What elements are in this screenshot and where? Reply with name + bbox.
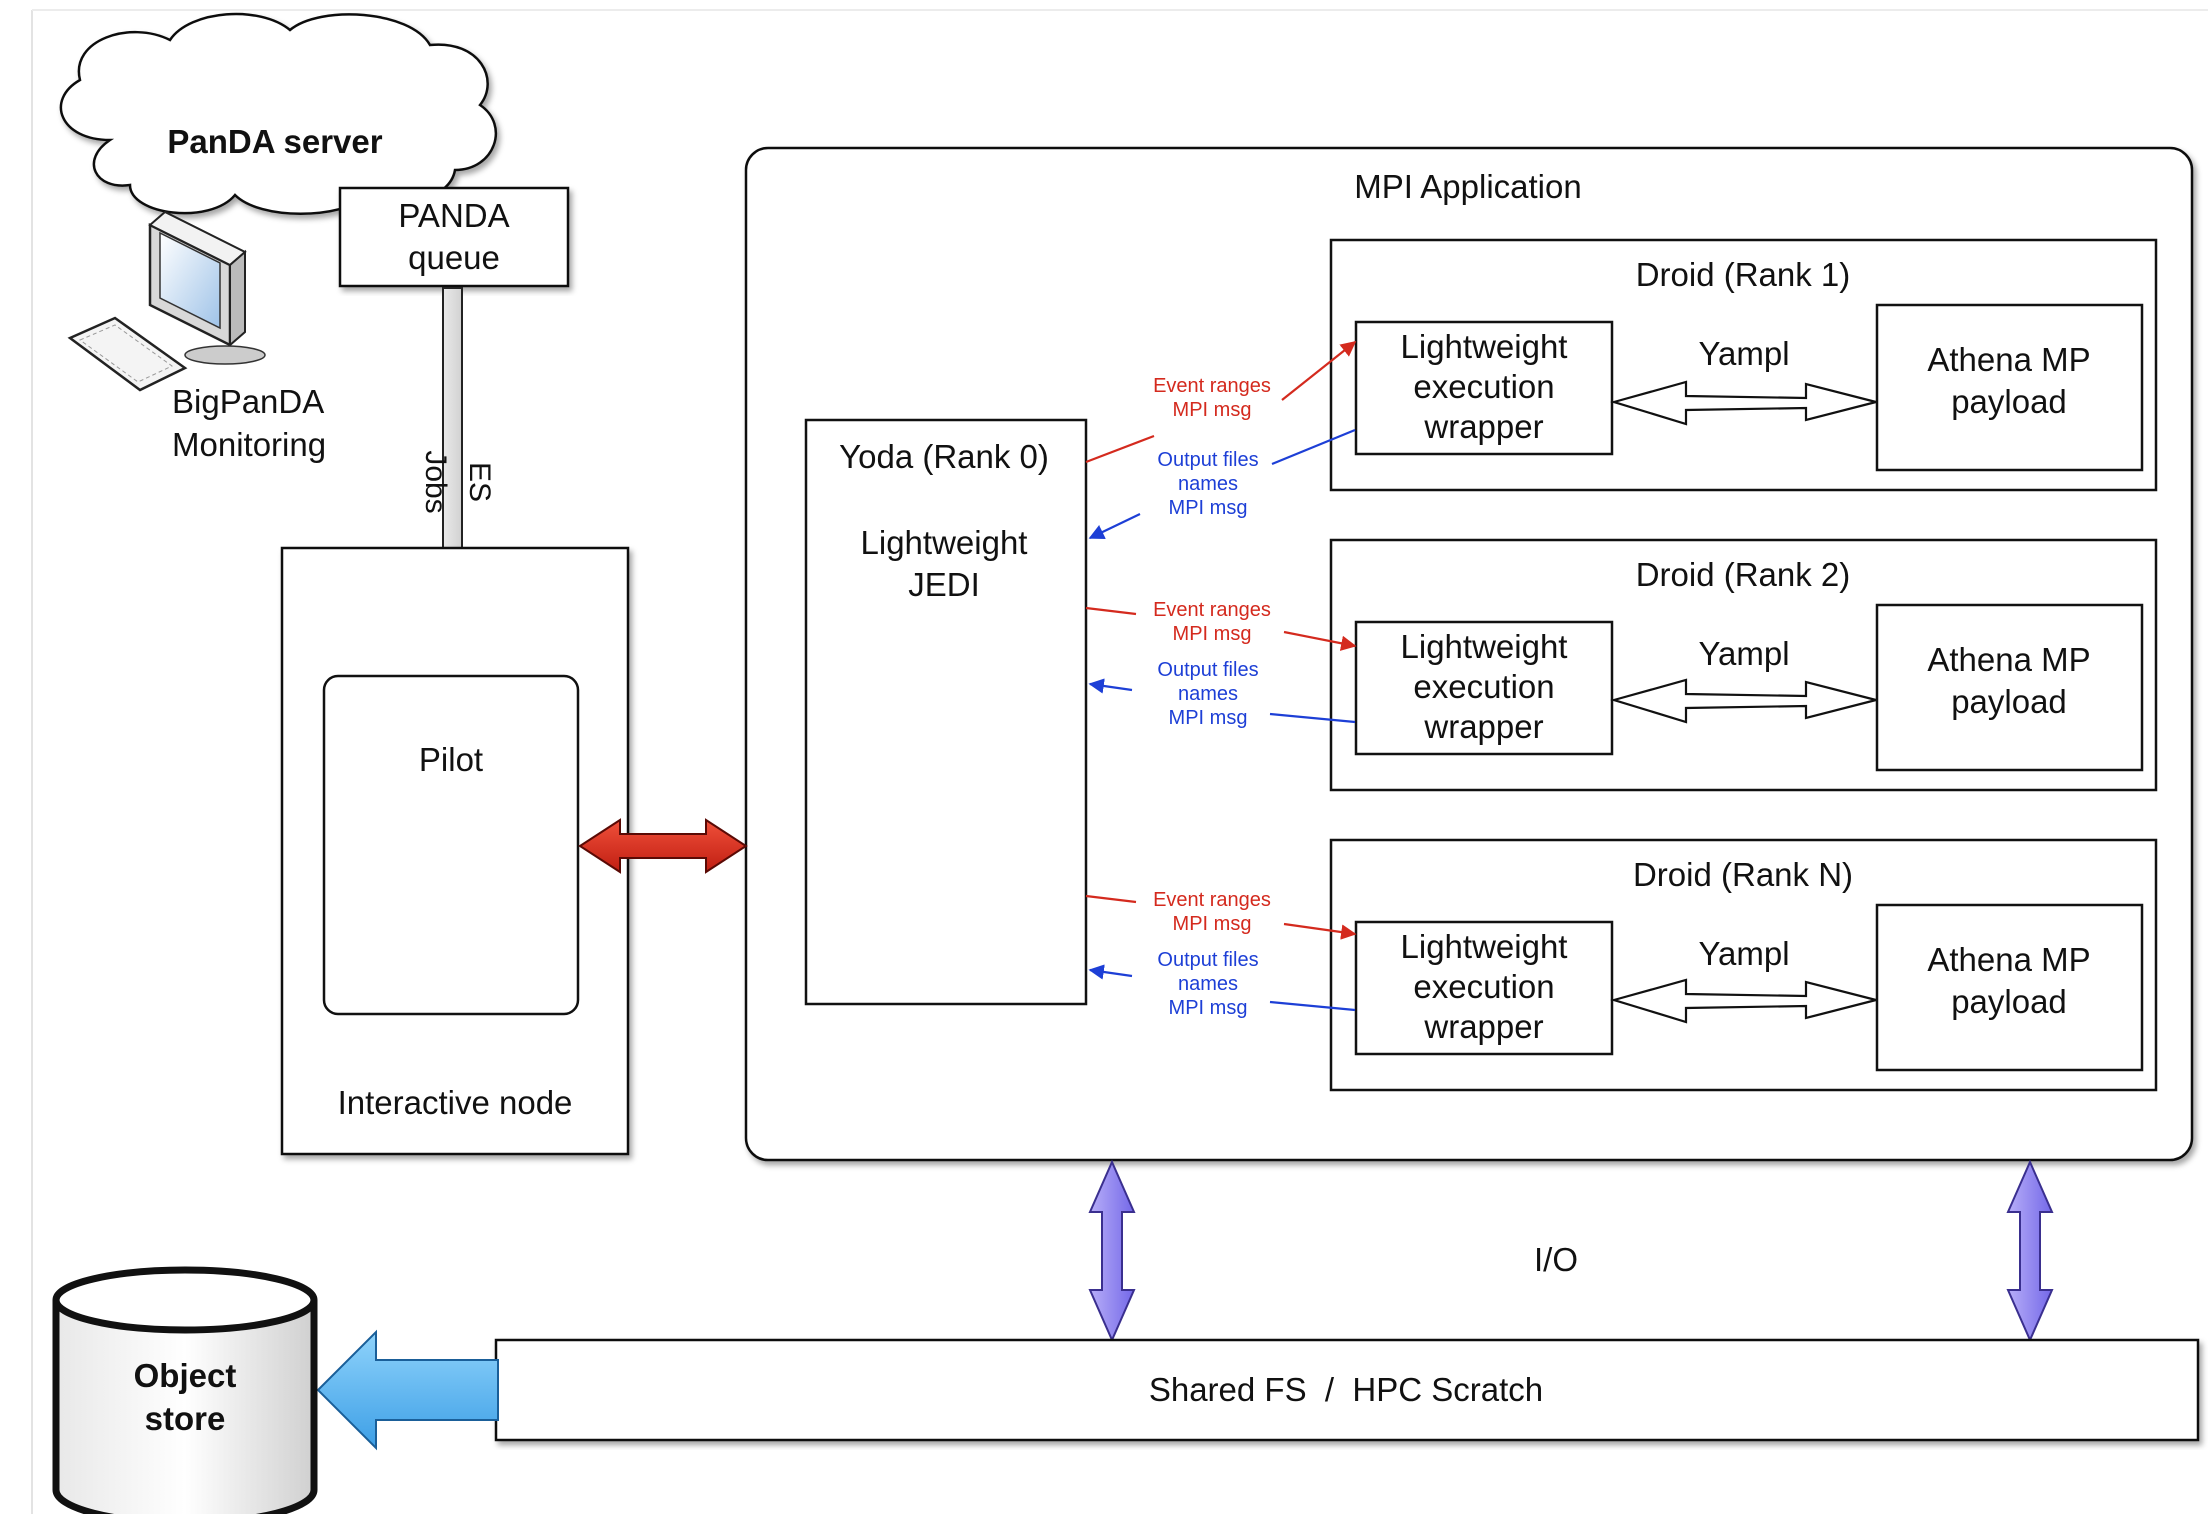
output-files-label: Output files	[1157, 449, 1258, 471]
object-store-line1: Object	[134, 1357, 237, 1394]
mpi-application-title: MPI Application	[1354, 168, 1581, 205]
wrapper-label: wrapper	[1423, 408, 1543, 445]
output-link-line	[1269, 1000, 1356, 1012]
wrapper-box	[1354, 920, 1614, 1056]
event-ranges-label: Event ranges	[1153, 375, 1271, 397]
shared-fs-label: Shared FS / HPC Scratch	[1149, 1371, 1543, 1408]
droid-box: Droid (Rank 1) Lightweightexecutionwrappe…	[1085, 238, 2158, 539]
droid-box: Droid (Rank N) Lightweightexecutionwrappe…	[1085, 838, 2158, 1092]
output-link-line	[1271, 428, 1356, 466]
wrapper-label: execution	[1413, 668, 1554, 705]
droid-box: Droid (Rank 2) Lightweightexecutionwrappe…	[1085, 538, 2158, 792]
io-label: I/O	[1534, 1241, 1578, 1278]
payload-label: Athena MP	[1927, 941, 2090, 978]
wrapper-box	[1354, 620, 1614, 756]
object-store-cylinder: Object store	[52, 1266, 318, 1514]
interactive-node-box: Pilot Interactive node	[280, 546, 630, 1156]
output-link-arrow	[1088, 513, 1141, 539]
wrapper-label: wrapper	[1423, 708, 1543, 745]
panda-queue-line1: PANDA	[398, 197, 509, 234]
event-link-arrow	[1283, 630, 1357, 651]
wrapper-label: wrapper	[1423, 1008, 1543, 1045]
panda-server-cloud: PanDA server	[59, 12, 497, 215]
io-arrow-left	[1088, 1159, 1136, 1343]
yoda-line2: JEDI	[908, 566, 980, 603]
yampl-arrow	[1610, 978, 1877, 1024]
output-link-arrow	[1088, 964, 1133, 980]
payload-label: Athena MP	[1927, 641, 2090, 678]
output-files-label: names	[1178, 973, 1238, 995]
output-files-label: MPI msg	[1169, 497, 1248, 519]
output-files-label: Output files	[1157, 949, 1258, 971]
monitoring-label-line1: BigPanDA	[172, 383, 324, 420]
payload-label: Athena MP	[1927, 341, 2090, 378]
event-link-line	[1085, 894, 1137, 904]
store-transfer-arrow	[316, 1329, 499, 1451]
es-jobs-label-line1: ES	[463, 462, 496, 502]
object-store-line2: store	[145, 1400, 226, 1437]
wrapper-label: execution	[1413, 968, 1554, 1005]
output-files-label: Output files	[1157, 659, 1258, 681]
event-ranges-label: MPI msg	[1173, 623, 1252, 645]
event-link-line	[1085, 606, 1137, 616]
output-link-line	[1269, 712, 1356, 724]
droid-title: Droid (Rank 1)	[1636, 256, 1851, 293]
yampl-label: Yampl	[1698, 335, 1789, 372]
event-link-arrow	[1281, 341, 1357, 401]
io-arrow-right	[2006, 1159, 2054, 1343]
yampl-label: Yampl	[1698, 935, 1789, 972]
event-ranges-label: Event ranges	[1153, 599, 1271, 621]
droid-title: Droid (Rank 2)	[1636, 556, 1851, 593]
wrapper-label: Lightweight	[1401, 628, 1568, 665]
wrapper-label: execution	[1413, 368, 1554, 405]
payload-label: payload	[1951, 983, 2067, 1020]
yoda-box: Yoda (Rank 0) Lightweight JEDI	[804, 418, 1088, 1006]
yampl-arrow	[1610, 380, 1877, 426]
panda-queue-box: PANDA queue	[338, 186, 570, 288]
output-files-label: names	[1178, 683, 1238, 705]
wrapper-box	[1354, 320, 1614, 456]
pilot-mpi-link-arrow	[578, 818, 748, 874]
event-ranges-label: MPI msg	[1173, 913, 1252, 935]
payload-box	[1875, 903, 2144, 1072]
output-files-label: MPI msg	[1169, 997, 1248, 1019]
shared-fs-box: Shared FS / HPC Scratch	[494, 1338, 2200, 1442]
payload-box	[1875, 303, 2144, 472]
es-jobs-label-line2: Jobs	[419, 450, 452, 513]
wrapper-label: Lightweight	[1401, 928, 1568, 965]
panda-queue-line2: queue	[408, 239, 500, 276]
event-ranges-label: MPI msg	[1173, 399, 1252, 421]
pilot-label: Pilot	[419, 741, 483, 778]
payload-box	[1875, 603, 2144, 772]
event-link-arrow	[1283, 922, 1357, 940]
interactive-node-label: Interactive node	[338, 1084, 573, 1121]
yampl-label: Yampl	[1698, 635, 1789, 672]
monitoring-label-line2: Monitoring	[172, 426, 326, 463]
output-link-arrow	[1088, 678, 1133, 694]
yampl-arrow	[1610, 678, 1877, 724]
panda-server-title: PanDA server	[167, 123, 382, 160]
payload-label: payload	[1951, 683, 2067, 720]
payload-label: payload	[1951, 383, 2067, 420]
event-ranges-label: Event ranges	[1153, 889, 1271, 911]
yoda-line1: Lightweight	[861, 524, 1028, 561]
computer-icon	[67, 210, 266, 392]
wrapper-label: Lightweight	[1401, 328, 1568, 365]
event-link-line	[1085, 434, 1155, 464]
droid-title: Droid (Rank N)	[1633, 856, 1853, 893]
output-files-label: MPI msg	[1169, 707, 1248, 729]
pilot-box	[322, 674, 580, 1016]
yoda-title: Yoda (Rank 0)	[839, 438, 1049, 475]
output-files-label: names	[1178, 473, 1238, 495]
